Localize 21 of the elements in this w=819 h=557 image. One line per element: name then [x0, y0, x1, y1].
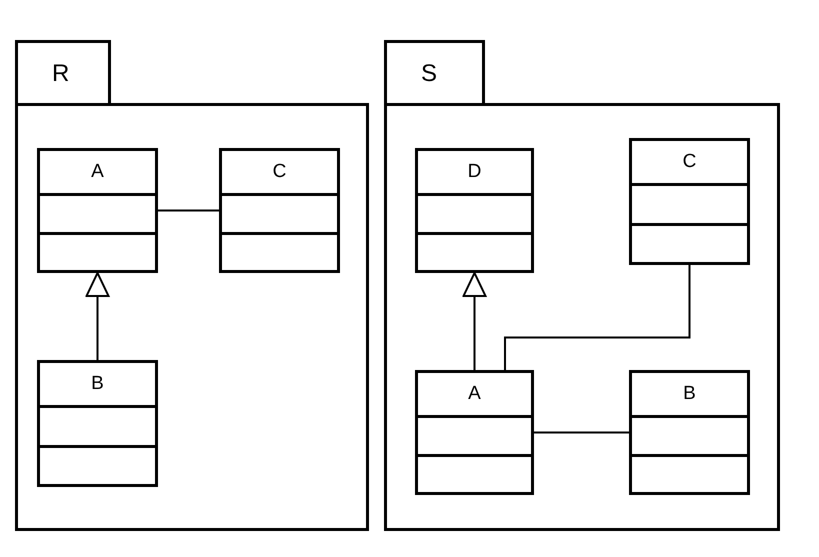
class-name: A	[91, 161, 104, 183]
package-name: S	[421, 60, 438, 88]
association-line	[534, 432, 629, 434]
package-name: R	[52, 60, 70, 88]
class-box	[629, 370, 750, 495]
class-box	[219, 148, 340, 273]
class-name: B	[91, 373, 104, 395]
generalization-arrow	[86, 272, 110, 360]
class-box	[415, 148, 534, 273]
class-name: C	[682, 151, 696, 173]
class-box	[629, 138, 750, 265]
association-line	[158, 210, 219, 212]
class-box	[37, 148, 158, 273]
class-box	[415, 370, 534, 495]
class-box	[37, 360, 158, 487]
association-line	[504, 265, 690, 370]
class-name: D	[468, 161, 482, 183]
class-name: C	[272, 161, 286, 183]
class-name: A	[468, 383, 481, 405]
class-name: B	[683, 383, 696, 405]
generalization-arrow	[462, 272, 486, 370]
